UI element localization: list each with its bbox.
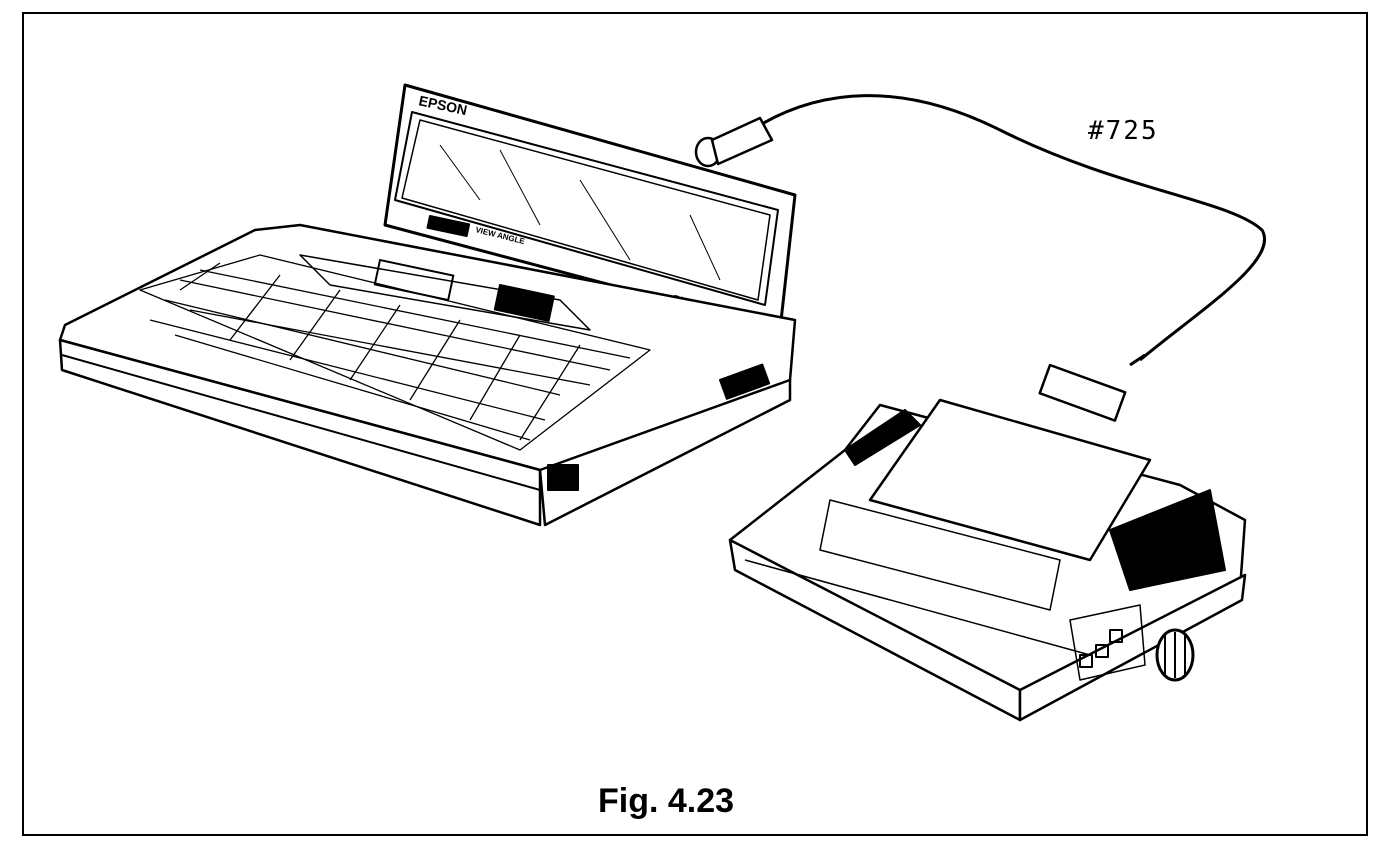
cable-part-number: #725 [1088,116,1159,146]
printer [728,398,1247,722]
figure-border [22,12,1368,836]
laptop-computer: EPSON VIEW ANGLE PX-8 [58,83,797,527]
cable [694,94,1266,422]
figure-caption: Fig. 4.23 [598,782,735,820]
